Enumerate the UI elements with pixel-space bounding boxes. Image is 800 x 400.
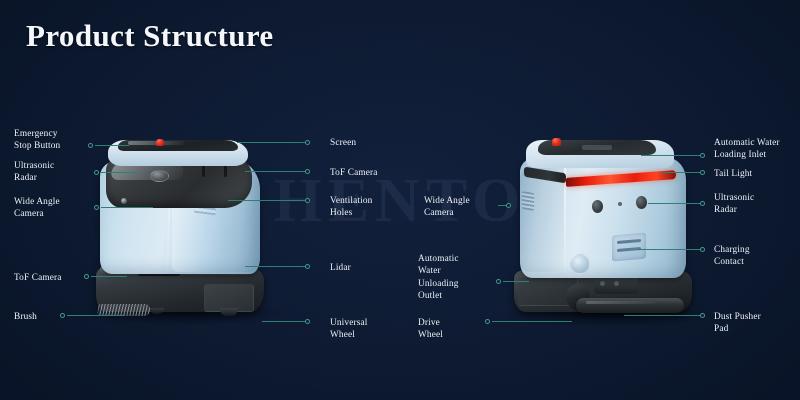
- callout-label: Lidar: [330, 263, 351, 273]
- callout-leader-line: [492, 321, 572, 322]
- callout-leader-line: [624, 315, 701, 316]
- right-sensor-a: [592, 200, 603, 213]
- right-indicator-dot: [618, 202, 622, 206]
- callout-marker-dot: [94, 170, 99, 175]
- left-universal-wheel-secondary: [150, 308, 164, 314]
- right-dust-pusher-pad: [576, 298, 684, 313]
- callout-marker-dot: [94, 205, 99, 210]
- callout-label: Automatic Water Loading Inlet: [714, 138, 780, 161]
- left-screen: [118, 140, 238, 151]
- callout-label: Tail Light: [714, 169, 753, 179]
- callout-marker-dot: [700, 170, 705, 175]
- left-product-image: [92, 138, 282, 328]
- callout-leader-line: [503, 281, 529, 282]
- callout-marker-dot: [485, 319, 490, 324]
- right-body-side-shade: [520, 166, 564, 272]
- callout-leader-line: [638, 249, 701, 250]
- right-body-edge: [564, 162, 566, 274]
- callout-leader-line: [660, 172, 701, 173]
- callout-marker-dot: [700, 313, 705, 318]
- callout-marker-dot: [506, 203, 511, 208]
- left-emergency-stop-button: [156, 139, 164, 146]
- callout-marker-dot: [700, 153, 705, 158]
- callout-label: ToF Camera: [14, 273, 62, 283]
- callout-marker-dot: [496, 279, 501, 284]
- callout-leader-line: [91, 276, 127, 277]
- callout-label: Automatic Water Unloading Outlet: [418, 254, 459, 302]
- callout-leader-line: [641, 155, 701, 156]
- callout-marker-dot: [305, 140, 310, 145]
- callout-marker-dot: [700, 247, 705, 252]
- callout-label: Charging Contact: [714, 245, 750, 268]
- callout-label: ToF Camera: [330, 168, 378, 178]
- left-tof-camera: [121, 198, 127, 204]
- callout-marker-dot: [305, 198, 310, 203]
- callout-leader-line: [101, 207, 153, 208]
- left-ultrasonic-radar-slit-b: [224, 164, 227, 177]
- callout-label: Screen: [330, 138, 357, 148]
- callout-label: Wide Angle Camera: [14, 197, 60, 220]
- left-wide-angle-camera: [150, 170, 169, 182]
- page-title: Product Structure: [26, 18, 274, 53]
- callout-marker-dot: [305, 264, 310, 269]
- callout-leader-line: [648, 203, 701, 204]
- callout-leader-line: [498, 205, 508, 206]
- right-automatic-water-loading-inlet: [538, 140, 656, 155]
- right-ultrasonic-radar: [522, 190, 534, 212]
- callout-label: Emergency Stop Button: [14, 129, 61, 152]
- left-universal-wheel: [220, 308, 238, 316]
- callout-leader-line: [245, 171, 305, 172]
- callout-leader-line: [245, 266, 305, 267]
- callout-marker-dot: [60, 313, 65, 318]
- callout-label: Ultrasonic Radar: [714, 193, 755, 216]
- right-sensor-b: [636, 196, 647, 209]
- callout-label: Ventilation Holes: [330, 196, 373, 219]
- left-ultrasonic-radar-slit-a: [202, 164, 205, 177]
- callout-leader-line: [101, 172, 141, 173]
- callout-marker-dot: [88, 143, 93, 148]
- callout-label: Universal Wheel: [330, 318, 368, 341]
- callout-marker-dot: [305, 169, 310, 174]
- callout-leader-line: [228, 200, 305, 201]
- callout-label: Drive Wheel: [418, 318, 444, 341]
- right-charging-contact: [612, 232, 646, 262]
- callout-leader-line: [95, 145, 129, 146]
- callout-marker-dot: [700, 201, 705, 206]
- callout-label: Ultrasonic Radar: [14, 161, 55, 184]
- right-product-image: [508, 138, 708, 328]
- right-emergency-stop-button: [552, 138, 561, 146]
- callout-label: Wide Angle Camera: [424, 196, 470, 219]
- right-automatic-water-unloading-outlet: [570, 254, 590, 274]
- callout-leader-line: [262, 321, 305, 322]
- callout-marker-dot: [305, 319, 310, 324]
- callout-label: Brush: [14, 312, 37, 322]
- right-rear-axle: [594, 276, 638, 294]
- callout-label: Dust Pusher Pad: [714, 312, 761, 335]
- callout-leader-line: [237, 142, 305, 143]
- callout-leader-line: [67, 315, 125, 316]
- callout-marker-dot: [84, 274, 89, 279]
